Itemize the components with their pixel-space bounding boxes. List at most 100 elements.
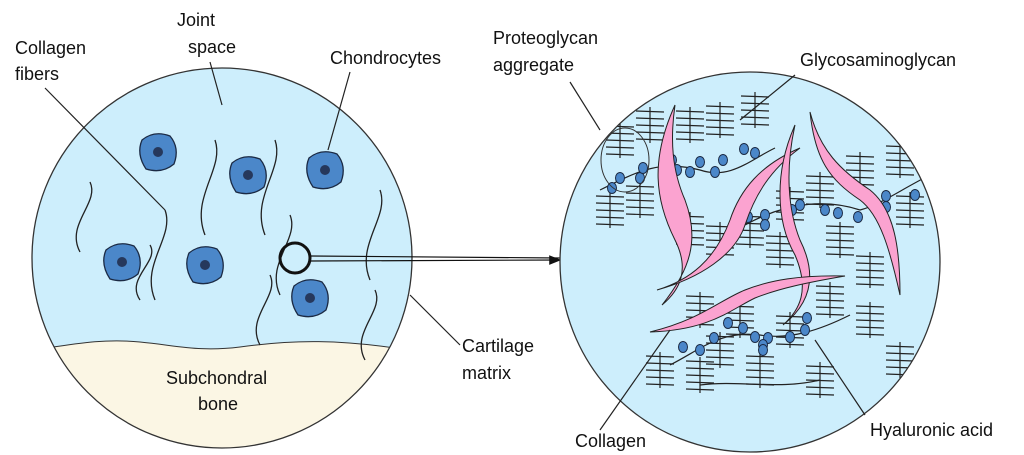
gag-chain	[705, 119, 735, 122]
proteoglycan-highlight	[600, 127, 650, 193]
label-collagen-fibers-1: Collagen	[15, 38, 86, 58]
svg-text:matrix: matrix	[462, 363, 511, 383]
magnifier-circle	[278, 241, 312, 275]
svg-text:bone: bone	[198, 394, 238, 414]
core-protein-bead	[820, 204, 830, 216]
svg-text:Hyaluronic acid: Hyaluronic acid	[870, 420, 993, 440]
gag-chain	[805, 386, 835, 389]
core-protein-bead	[718, 154, 728, 166]
gag-chain	[885, 159, 915, 162]
core-protein-bead	[685, 166, 695, 178]
core-protein-bead	[833, 207, 843, 219]
label-proteoglycan-1: Proteoglycan	[493, 28, 598, 48]
collagen-fiber	[150, 209, 168, 301]
gag-chain	[705, 126, 735, 129]
gag-chain	[855, 312, 885, 315]
chondrocyte-nucleus	[243, 170, 253, 180]
gag-chain	[895, 209, 925, 212]
svg-text:Proteoglycan: Proteoglycan	[493, 28, 598, 48]
gag-chain	[685, 388, 715, 391]
gag-chain	[845, 155, 875, 158]
gag-chain	[765, 256, 795, 259]
gag-chain	[685, 367, 715, 370]
hyaluronic-acid	[744, 174, 931, 226]
core-protein-bead	[710, 166, 720, 178]
core-protein-bead	[750, 331, 760, 343]
gag-chain	[635, 110, 665, 113]
gag-chain	[815, 299, 845, 302]
gag-chain	[625, 213, 655, 216]
gag-chain	[815, 306, 845, 309]
hyaluronic-acid	[669, 314, 851, 366]
gag-chain	[855, 283, 885, 286]
gag-chain	[625, 192, 655, 195]
gag-chain	[775, 329, 805, 332]
gag-chain	[645, 369, 675, 372]
core-protein-bead	[678, 341, 688, 353]
collagen-fibers	[75, 139, 383, 361]
gag-chain	[845, 162, 875, 165]
hyaluronic-acid	[599, 147, 776, 191]
zoom-arrow	[309, 255, 562, 265]
gag-chain	[595, 209, 625, 212]
gag-chain	[635, 131, 665, 134]
label-subchondral-2: bone	[198, 394, 238, 414]
svg-text:Joint: Joint	[177, 10, 215, 30]
gag-chain	[815, 313, 845, 316]
core-protein-bead	[709, 332, 719, 344]
gag-chain	[740, 116, 770, 119]
gag-chain	[595, 216, 625, 219]
gag-chain	[645, 362, 675, 365]
gag-chain	[825, 225, 855, 228]
core-proteins	[607, 143, 920, 356]
gag-chain	[645, 376, 675, 379]
gag-chain	[735, 243, 765, 246]
collagen-fiber	[255, 274, 273, 346]
gag-chain	[685, 360, 715, 363]
core-protein-bead	[785, 331, 795, 343]
chondrocyte-nucleus	[200, 260, 210, 270]
core-protein-bead	[800, 324, 810, 336]
label-hyaluronic-acid: Hyaluronic acid	[870, 420, 993, 440]
collagen-strand	[779, 124, 811, 326]
gag-chain	[855, 333, 885, 336]
gag-chain	[705, 363, 735, 366]
gag-chain	[805, 182, 835, 185]
core-protein-bead	[795, 199, 805, 211]
label-collagen-fibers-2: fibers	[15, 64, 59, 84]
core-protein-bead	[758, 344, 768, 356]
gag-chain	[885, 345, 915, 348]
gag-chain	[625, 206, 655, 209]
collagen-strand	[656, 147, 801, 291]
gag-chain	[825, 239, 855, 242]
gag-chain	[685, 381, 715, 384]
gag-chain	[745, 369, 775, 372]
gag-chain	[740, 102, 770, 105]
core-protein-bead	[739, 143, 749, 155]
gag-chain	[825, 246, 855, 249]
core-protein-bead	[615, 172, 625, 184]
gag-chain	[595, 202, 625, 205]
gag-chain	[705, 105, 735, 108]
svg-text:Glycosaminoglycan: Glycosaminoglycan	[800, 50, 956, 70]
svg-text:Collagen: Collagen	[575, 431, 646, 451]
collagen-fiber	[275, 214, 293, 296]
gag-chain	[775, 343, 805, 346]
gag-chain	[855, 269, 885, 272]
svg-text:Subchondral: Subchondral	[166, 368, 267, 388]
gag-chain	[685, 374, 715, 377]
gag-chain	[745, 376, 775, 379]
gag-chain	[805, 365, 835, 368]
gag-chain	[805, 175, 835, 178]
gag-chain	[885, 173, 915, 176]
label-proteoglycan-2: aggregate	[493, 55, 574, 75]
gag-chain	[805, 196, 835, 199]
gag-chain	[705, 356, 735, 359]
gag-chain	[895, 216, 925, 219]
hyaluronic-acid	[699, 379, 821, 386]
gag-chain	[605, 153, 635, 156]
core-protein-bead	[802, 312, 812, 324]
gag-chain	[675, 138, 705, 141]
gag-chain	[685, 295, 715, 298]
